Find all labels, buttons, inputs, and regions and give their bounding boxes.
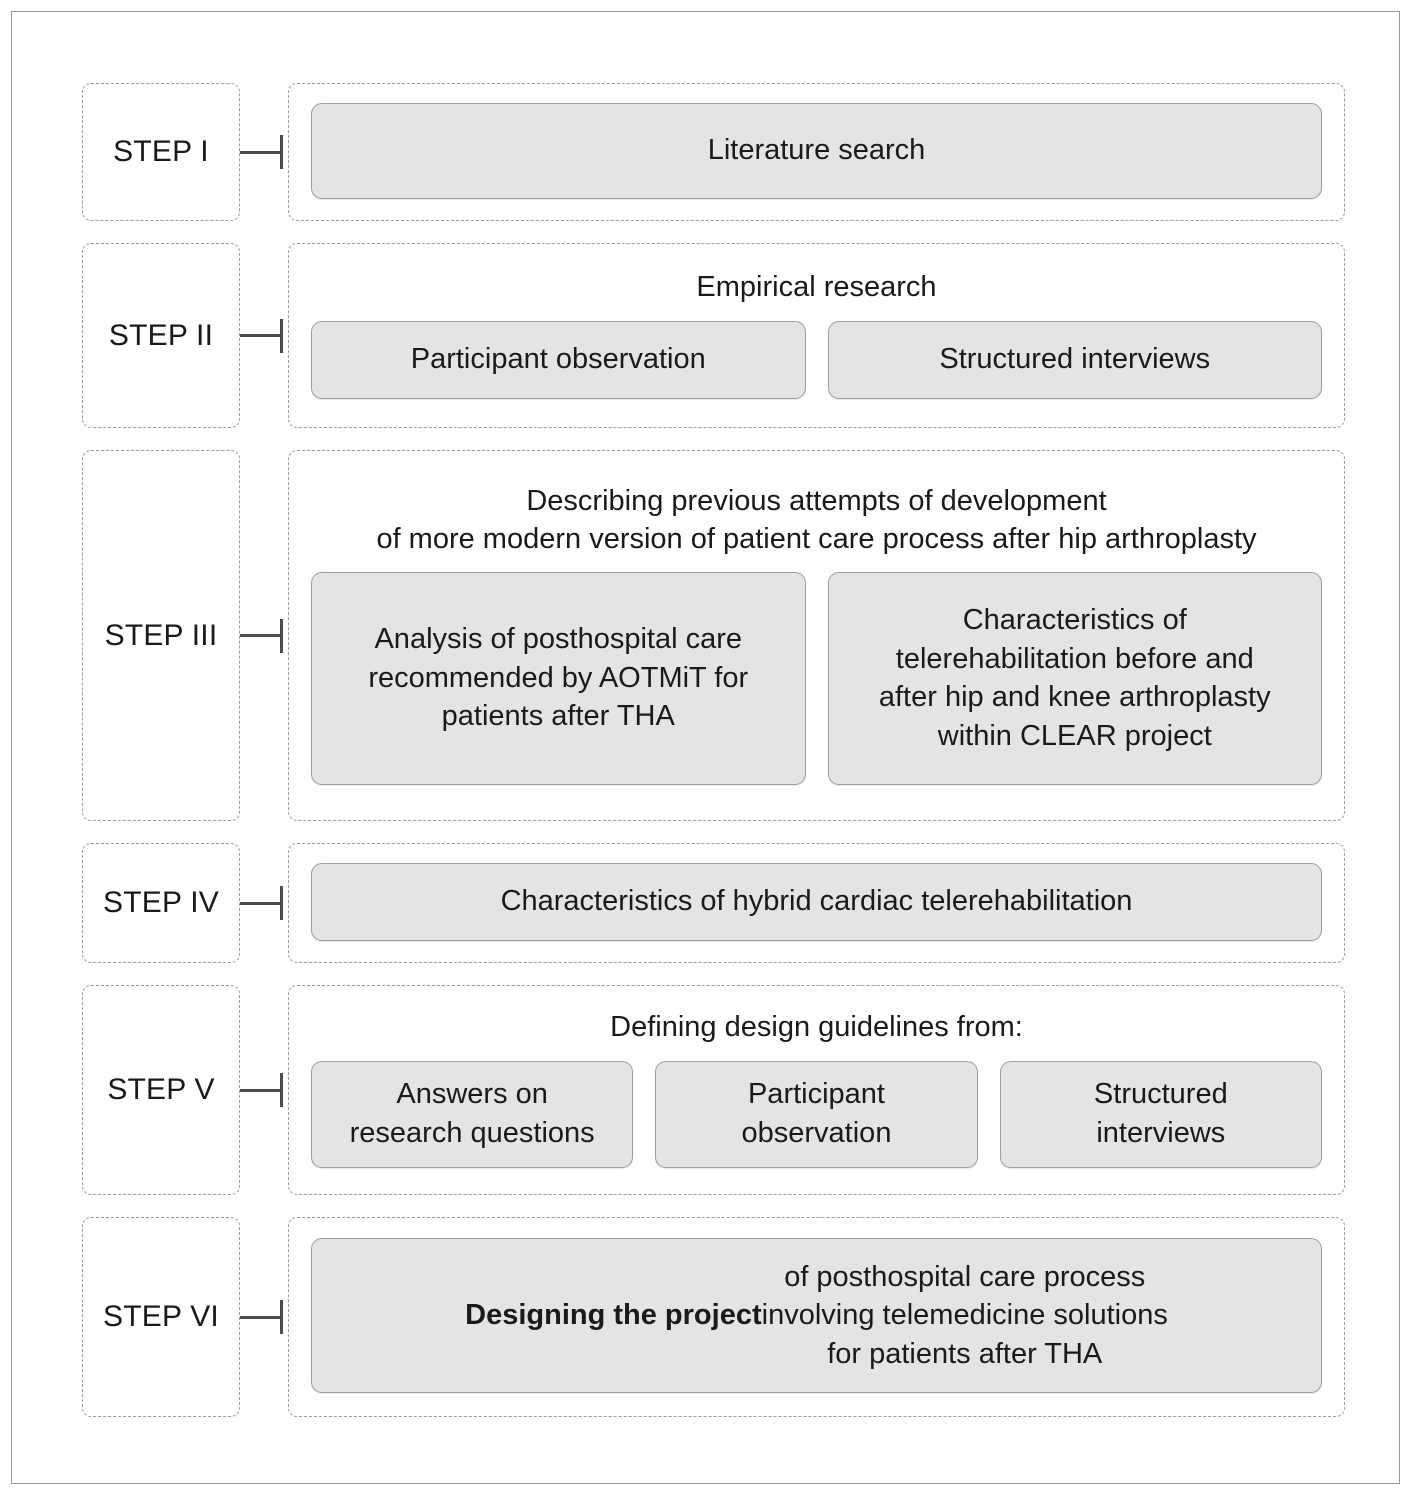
step-row: STEP IV Characteristics of hybrid cardiac… (82, 843, 1345, 963)
step-row: STEP V Defining design guidelines from: An… (82, 985, 1345, 1195)
step-label: STEP IV (103, 886, 219, 919)
content-box[interactable]: Characteristics of hybrid cardiac telere… (311, 862, 1322, 941)
step-row: STEP III Describing previous attempts of … (82, 450, 1345, 821)
connector-line-icon (240, 843, 288, 963)
step-content-panel-3: Describing previous attempts of developm… (288, 450, 1345, 821)
connector-tbar (280, 135, 283, 169)
connector-horizontal (240, 334, 281, 337)
connector-horizontal (240, 1315, 281, 1319)
step-label-cell-6: STEP VI (82, 1217, 240, 1417)
content-box[interactable]: Characteristics of telerehabilitation be… (827, 571, 1322, 785)
content-box[interactable]: Participant observation (655, 1060, 978, 1168)
step-content-panel-1: Literature search (288, 83, 1345, 221)
content-box[interactable]: Answers on research questions (311, 1060, 634, 1168)
step-label-cell-5: STEP V (82, 985, 240, 1195)
panel-heading: Empirical research (696, 271, 937, 304)
step-label: STEP III (104, 618, 218, 652)
content-box-text: of posthospital care process involving t… (761, 1260, 1168, 1370)
connector-line-icon (240, 83, 288, 221)
box-row: Analysis of posthospital care recommende… (311, 571, 1322, 785)
step-label: STEP I (113, 135, 209, 168)
content-box-text: Participant observation (410, 343, 706, 376)
content-box-text: Structured interviews (939, 343, 1211, 376)
panel-heading: Defining design guidelines from: (610, 1011, 1023, 1044)
step-content-panel-6: Designing the project of posthospital ca… (288, 1217, 1345, 1417)
connector-tbar (280, 886, 283, 920)
step-label-cell-3: STEP III (82, 450, 240, 821)
step-label: STEP II (108, 318, 214, 352)
content-box-text: Answers on research questions (349, 1078, 595, 1150)
connector-line-icon (240, 1217, 288, 1417)
content-box-text: Literature search (707, 134, 926, 167)
step-label: STEP V (107, 1073, 215, 1106)
box-row: Literature search (311, 102, 1322, 199)
content-box-text: Analysis of posthospital care recommende… (368, 623, 749, 733)
connector-line-icon (240, 243, 288, 428)
box-row: Participant observation Structured interv… (311, 320, 1322, 399)
box-row: Characteristics of hybrid cardiac telere… (311, 862, 1322, 941)
content-box[interactable]: Structured interviews (999, 1060, 1322, 1168)
step-row: STEP VI Designing the project of posthosp… (82, 1217, 1345, 1417)
connector-tbar (280, 1073, 283, 1107)
connector-line-icon (240, 450, 288, 821)
step-label-cell-1: STEP I (82, 83, 240, 221)
step-content-panel-4: Characteristics of hybrid cardiac telere… (288, 843, 1345, 963)
step-label-cell-2: STEP II (82, 243, 240, 428)
connector-horizontal (240, 901, 281, 905)
content-box[interactable]: Structured interviews (827, 320, 1322, 399)
content-box[interactable]: Participant observation (311, 320, 806, 399)
content-box-text: Characteristics of hybrid cardiac telere… (500, 885, 1133, 918)
content-box-text: Characteristics of telerehabilitation be… (878, 603, 1271, 752)
connector-horizontal (240, 1088, 281, 1092)
content-box[interactable]: Literature search (311, 102, 1322, 199)
step-label-cell-4: STEP IV (82, 843, 240, 963)
step-content-panel-5: Defining design guidelines from: Answers … (288, 985, 1345, 1195)
connector-tbar (280, 1300, 283, 1334)
box-row: Answers on research questions Participant… (311, 1060, 1322, 1168)
step-label: STEP VI (103, 1300, 219, 1333)
connector-horizontal (240, 150, 281, 154)
content-box[interactable]: Analysis of posthospital care recommende… (311, 571, 806, 785)
connector-line-icon (240, 985, 288, 1195)
connector-horizontal (240, 634, 281, 637)
connector-tbar (280, 618, 283, 653)
panel-heading: Describing previous attempts of developm… (376, 485, 1257, 555)
content-box-bold-text: Designing the project (465, 1299, 762, 1332)
box-row: Designing the project of posthospital ca… (311, 1238, 1322, 1393)
connector-tbar (280, 318, 283, 353)
content-box[interactable]: Designing the project of posthospital ca… (311, 1238, 1322, 1393)
content-box-text: Participant observation (741, 1078, 892, 1150)
content-box-text: Structured interviews (1093, 1078, 1228, 1150)
step-row: STEP I Literature search (82, 83, 1345, 221)
